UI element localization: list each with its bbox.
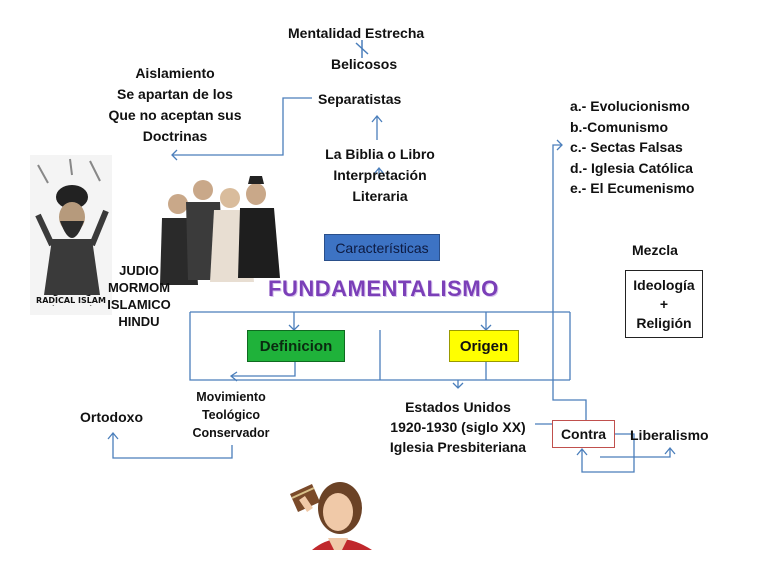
biblia-text: La Biblia o Libro Interpretación Literar… (325, 146, 435, 204)
mezcla-text: Mezcla (632, 242, 678, 258)
estados-unidos-text: Estados Unidos 1920-1930 (siglo XX) Igle… (389, 399, 527, 455)
contra-list: a.- Evolucionismo b.-Comunismo c.- Secta… (570, 98, 695, 196)
woman-with-book-photo (272, 472, 382, 550)
religious-leaders-illustration (158, 170, 283, 290)
belicosos-text: Belicosos (331, 56, 398, 72)
ortodoxo-text: Ortodoxo (80, 409, 143, 425)
religions-list: JUDIO MORMOM ISLAMICO HINDU (107, 263, 171, 329)
aislamiento-text: Aislamiento Se apartan de los Que no ace… (108, 65, 242, 144)
definicion-box: Definicion (247, 330, 345, 362)
ideologia-box: Ideología + Religión (625, 270, 703, 338)
radical-islam-cartoon: RADICAL ISLAM (30, 155, 112, 315)
origen-box: Origen (449, 330, 519, 362)
separatistas-text: Separatistas (318, 91, 402, 107)
contra-box: Contra (552, 420, 615, 448)
diagram-title: FUNDAMENTALISMO (268, 276, 499, 301)
caracteristicas-box: Características (324, 234, 440, 261)
radical-islam-caption: RADICAL ISLAM (30, 296, 112, 305)
movimiento-text: Movimiento Teológico Conservador (192, 390, 270, 440)
liberalismo-text: Liberalismo (630, 427, 709, 443)
mentalidad-estrecha-text: Mentalidad Estrecha (288, 25, 425, 41)
